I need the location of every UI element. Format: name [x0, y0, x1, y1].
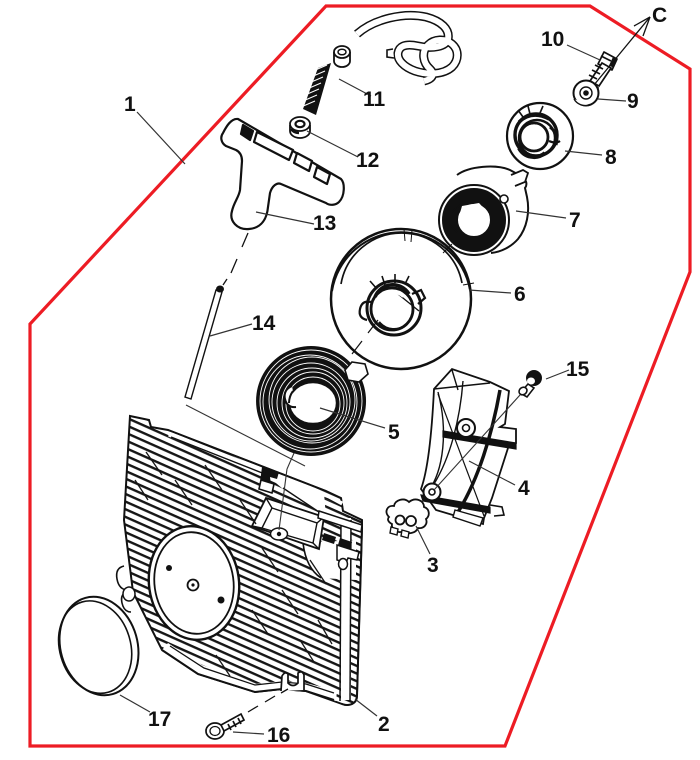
svg-text:15: 15 — [566, 358, 590, 381]
svg-text:8: 8 — [605, 146, 617, 169]
svg-text:14: 14 — [252, 312, 276, 335]
svg-text:16: 16 — [267, 724, 290, 747]
svg-text:C: C — [652, 4, 667, 27]
svg-text:4: 4 — [518, 477, 530, 500]
svg-text:10: 10 — [541, 28, 564, 51]
svg-text:5: 5 — [388, 421, 400, 444]
svg-text:9: 9 — [627, 90, 639, 113]
svg-text:7: 7 — [569, 209, 581, 232]
svg-text:2: 2 — [378, 713, 390, 736]
svg-text:1: 1 — [124, 93, 136, 116]
svg-text:11: 11 — [363, 88, 386, 111]
svg-text:6: 6 — [514, 283, 526, 306]
svg-text:12: 12 — [356, 149, 379, 172]
svg-text:17: 17 — [148, 708, 171, 731]
svg-text:3: 3 — [427, 554, 439, 577]
svg-text:13: 13 — [313, 212, 336, 235]
